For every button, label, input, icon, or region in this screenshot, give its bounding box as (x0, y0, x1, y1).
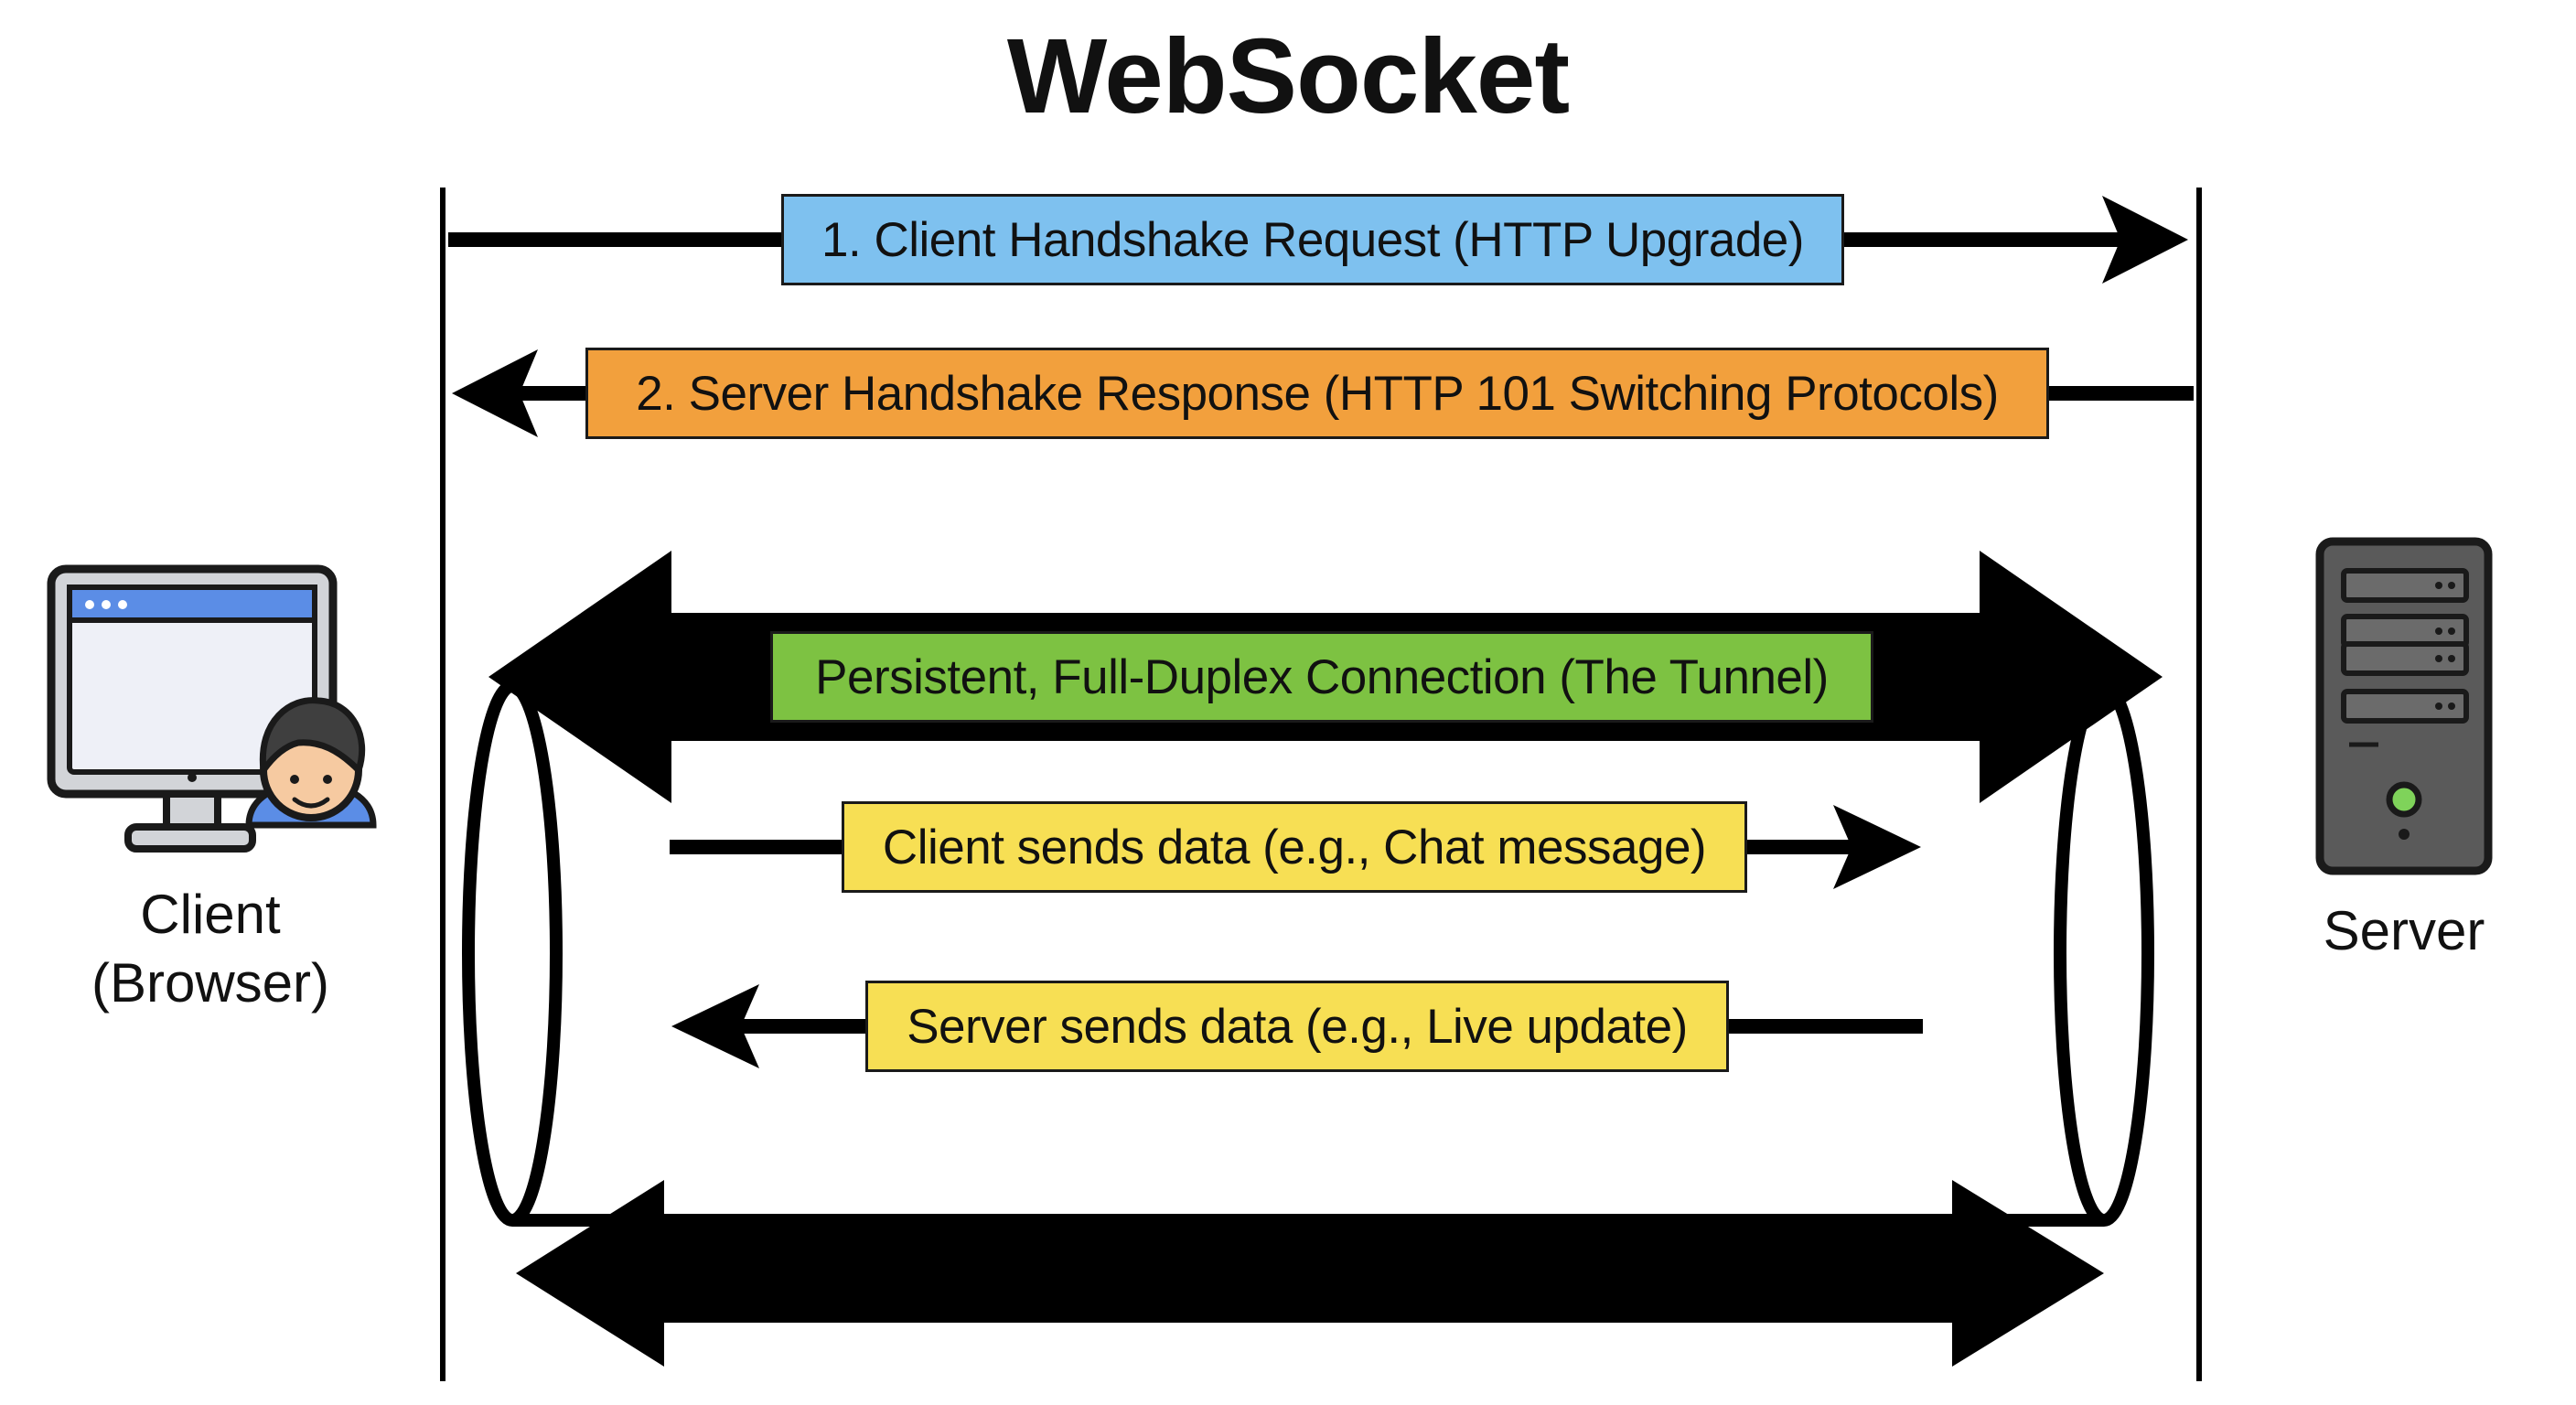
client-sends-label: Client sends data (e.g., Chat message) (842, 801, 1747, 893)
tunnel-left-rim (462, 680, 563, 1227)
client-label: Client (Browser) (55, 880, 366, 1017)
tunnel-right-rim (2054, 680, 2154, 1227)
tunnel-bottom-double-arrow (516, 1180, 2104, 1367)
computer-user-icon (47, 564, 377, 853)
connection-label: Persistent, Full-Duplex Connection (The … (770, 631, 1873, 723)
handshake-request-label: 1. Client Handshake Request (HTTP Upgrad… (781, 194, 1844, 285)
server-sends-label: Server sends data (e.g., Live update) (865, 981, 1729, 1072)
server-tower-icon (2315, 537, 2493, 875)
server-label: Server (2323, 900, 2485, 961)
diagram-title: WebSocket (1006, 16, 1570, 135)
client-label-line2: (Browser) (91, 952, 329, 1014)
client-label-line1: Client (140, 884, 281, 945)
handshake-response-label: 2. Server Handshake Response (HTTP 101 S… (585, 348, 2049, 439)
